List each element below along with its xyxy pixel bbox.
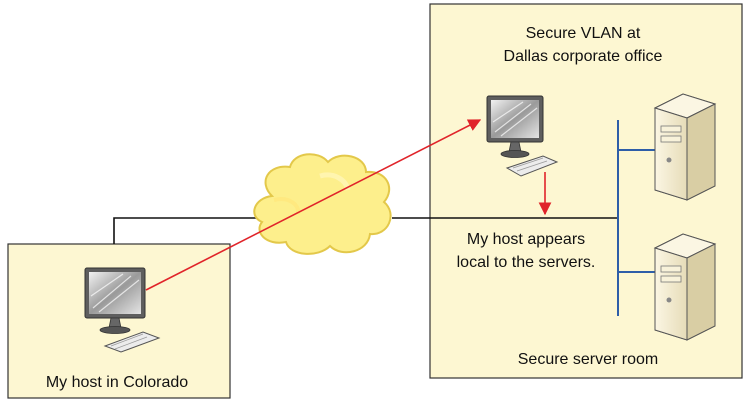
server-room-label: Secure server room — [518, 351, 659, 368]
office-title-line2: Dallas corporate office — [504, 48, 663, 65]
internet-cloud-icon — [253, 153, 392, 255]
server-icon — [653, 93, 717, 201]
colorado-computer-icon — [84, 267, 161, 353]
colorado-host-label: My host in Colorado — [46, 374, 188, 391]
office-computer-icon — [486, 95, 559, 177]
server-bus — [617, 120, 655, 316]
server-icon — [653, 233, 717, 341]
vpn-tunnel-arrow — [145, 119, 482, 291]
office-title-line1: Secure VLAN at — [526, 25, 641, 42]
appears-local-line1: My host appears — [467, 231, 585, 248]
wan-link-colorado — [113, 217, 258, 244]
appears-local-line2: local to the servers. — [457, 254, 596, 271]
